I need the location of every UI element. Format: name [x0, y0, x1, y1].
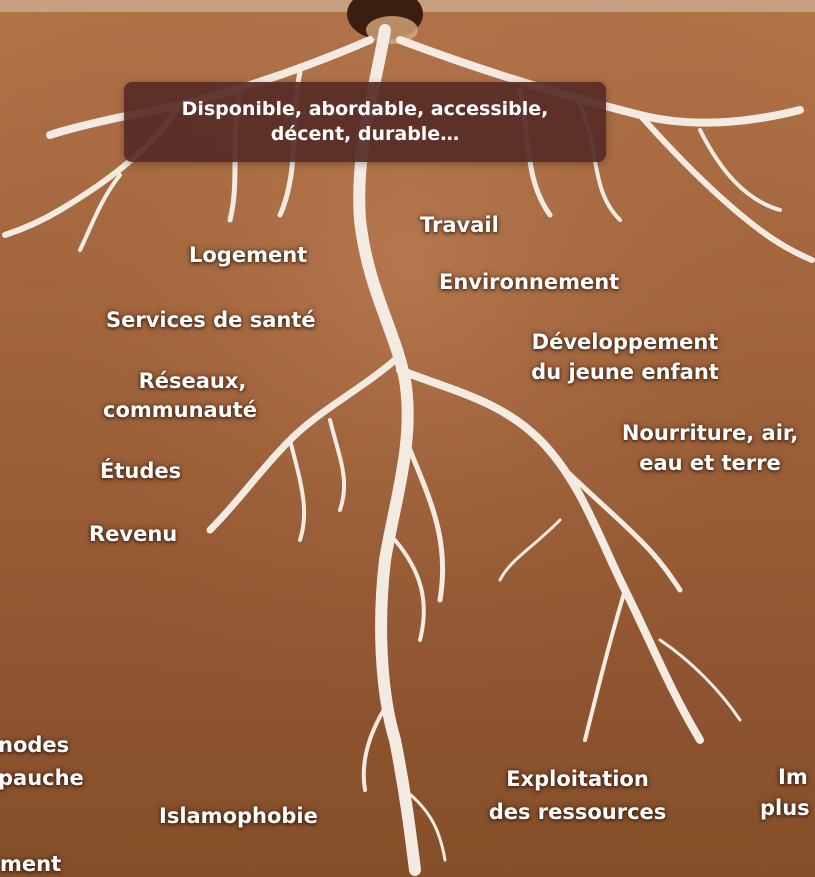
banner: Disponible, abordable, accessible, décen…	[124, 82, 606, 162]
label-environnement: Environnement	[439, 269, 619, 295]
label-travail: Travail	[420, 212, 499, 238]
label-reseaux-1: Réseaux,	[80, 368, 305, 394]
label-impact-1: Im	[778, 764, 808, 790]
label-exploitation-2: des ressources	[470, 799, 685, 825]
label-islamophobie: Islamophobie	[159, 803, 318, 829]
banner-line-2: décent, durable…	[124, 122, 606, 146]
label-logement: Logement	[189, 242, 307, 268]
label-services-sante: Services de santé	[106, 307, 316, 333]
label-revenu: Revenu	[89, 521, 177, 547]
label-exploitation-1: Exploitation	[470, 766, 685, 792]
label-developpement-1: Développement	[500, 329, 750, 355]
label-reseaux-2: communauté	[80, 397, 280, 423]
label-methodes-1: nodes	[0, 732, 69, 758]
label-impact-2: plus	[760, 795, 810, 821]
label-bottom-left: ment	[0, 851, 61, 877]
label-developpement-2: du jeune enfant	[500, 359, 750, 385]
label-nourriture-1: Nourriture, air,	[605, 420, 815, 446]
banner-line-1: Disponible, abordable, accessible,	[124, 97, 606, 121]
label-etudes: Études	[100, 458, 181, 484]
label-nourriture-2: eau et terre	[605, 450, 815, 476]
label-methodes-2: pauche	[0, 765, 84, 791]
